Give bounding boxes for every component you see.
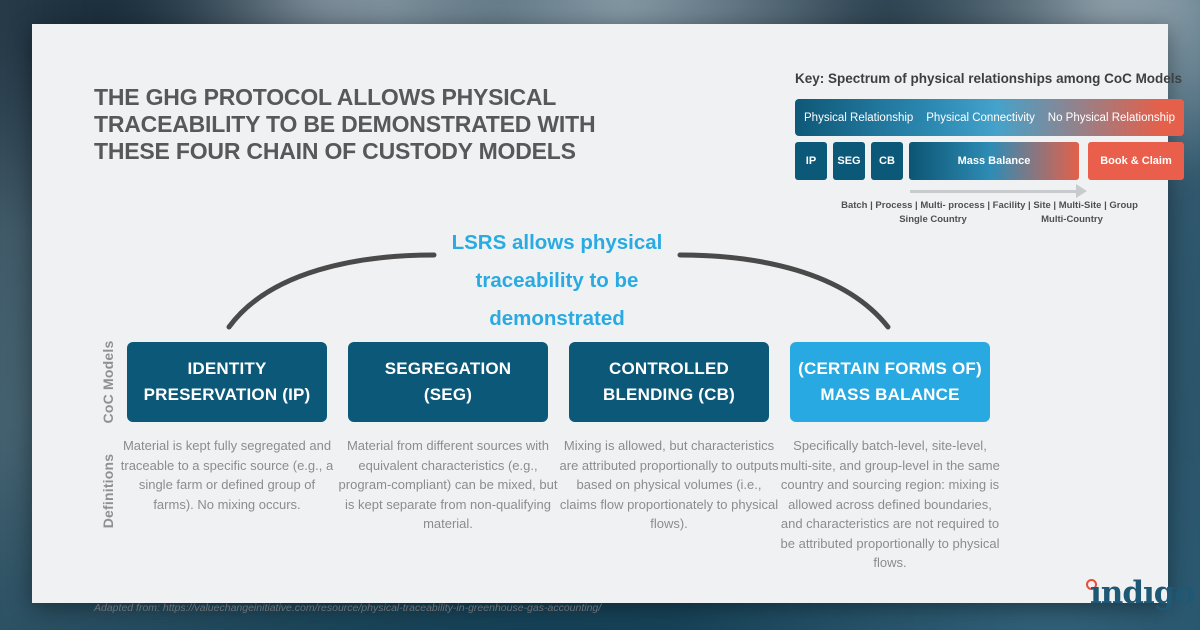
definition-controlled-blending: Mixing is allowed, but characteristics a…: [559, 438, 779, 531]
definition-segregation: Material from different sources with equ…: [338, 438, 558, 531]
source-attribution: Adapted from: https://valuechangeinitiat…: [94, 602, 602, 614]
chip-seg: SEG: [833, 142, 865, 180]
model-box-segregation: SEGREGATION (SEG): [348, 342, 548, 422]
page-title: THE GHG PROTOCOL ALLOWS PHYSICAL TRACEAB…: [94, 84, 596, 164]
country-scale: Single Country Multi-Country: [795, 214, 1184, 226]
key-heading: Key: Spectrum of physical relationships …: [795, 71, 1183, 86]
definition-mass-balance: Specifically batch-level, site-level, mu…: [780, 438, 1000, 570]
chip-mass-balance: Mass Balance: [909, 142, 1079, 180]
chip-cb: CB: [871, 142, 903, 180]
granularity-scale-label: Batch | Process | Multi- process | Facil…: [841, 200, 1138, 211]
model-box-identity-preservation: IDENTITY PRESERVATION (IP): [127, 342, 327, 422]
model-box-controlled-blending: CONTROLLED BLENDING (CB): [569, 342, 769, 422]
spectrum-label-physical-connectivity: Physical Connectivity: [926, 111, 1035, 124]
indigo-logo-ring-icon: [1086, 579, 1097, 590]
chip-ip: IP: [795, 142, 827, 180]
coc-model-chips: IP SEG CB Mass Balance Book & Claim: [795, 142, 1184, 180]
definition-identity-preservation: Material is kept fully segregated and tr…: [120, 438, 334, 512]
model-box-mass-balance: (CERTAIN FORMS OF) MASS BALANCE: [790, 342, 990, 422]
left-bracket-arc: [226, 252, 437, 330]
content-card: THE GHG PROTOCOL ALLOWS PHYSICAL TRACEAB…: [32, 24, 1195, 614]
row-label-coc-models: CoC Models: [100, 340, 116, 424]
chip-book-and-claim: Book & Claim: [1088, 142, 1184, 180]
granularity-arrow-icon: [910, 184, 1087, 198]
indigo-logo: ındıgo: [1090, 575, 1195, 611]
spectrum-label-physical-relationship: Physical Relationship: [804, 111, 914, 124]
row-label-definitions: Definitions: [100, 453, 116, 529]
multi-country-label: Multi-Country: [1041, 214, 1103, 225]
lsrs-callout: LSRS allows physical traceability to be …: [451, 231, 663, 330]
spectrum-gradient-bar: Physical Relationship Physical Connectiv…: [795, 99, 1184, 136]
spectrum-label-no-physical-relationship: No Physical Relationship: [1047, 111, 1175, 124]
right-bracket-arc: [677, 252, 891, 330]
single-country-label: Single Country: [899, 214, 967, 225]
